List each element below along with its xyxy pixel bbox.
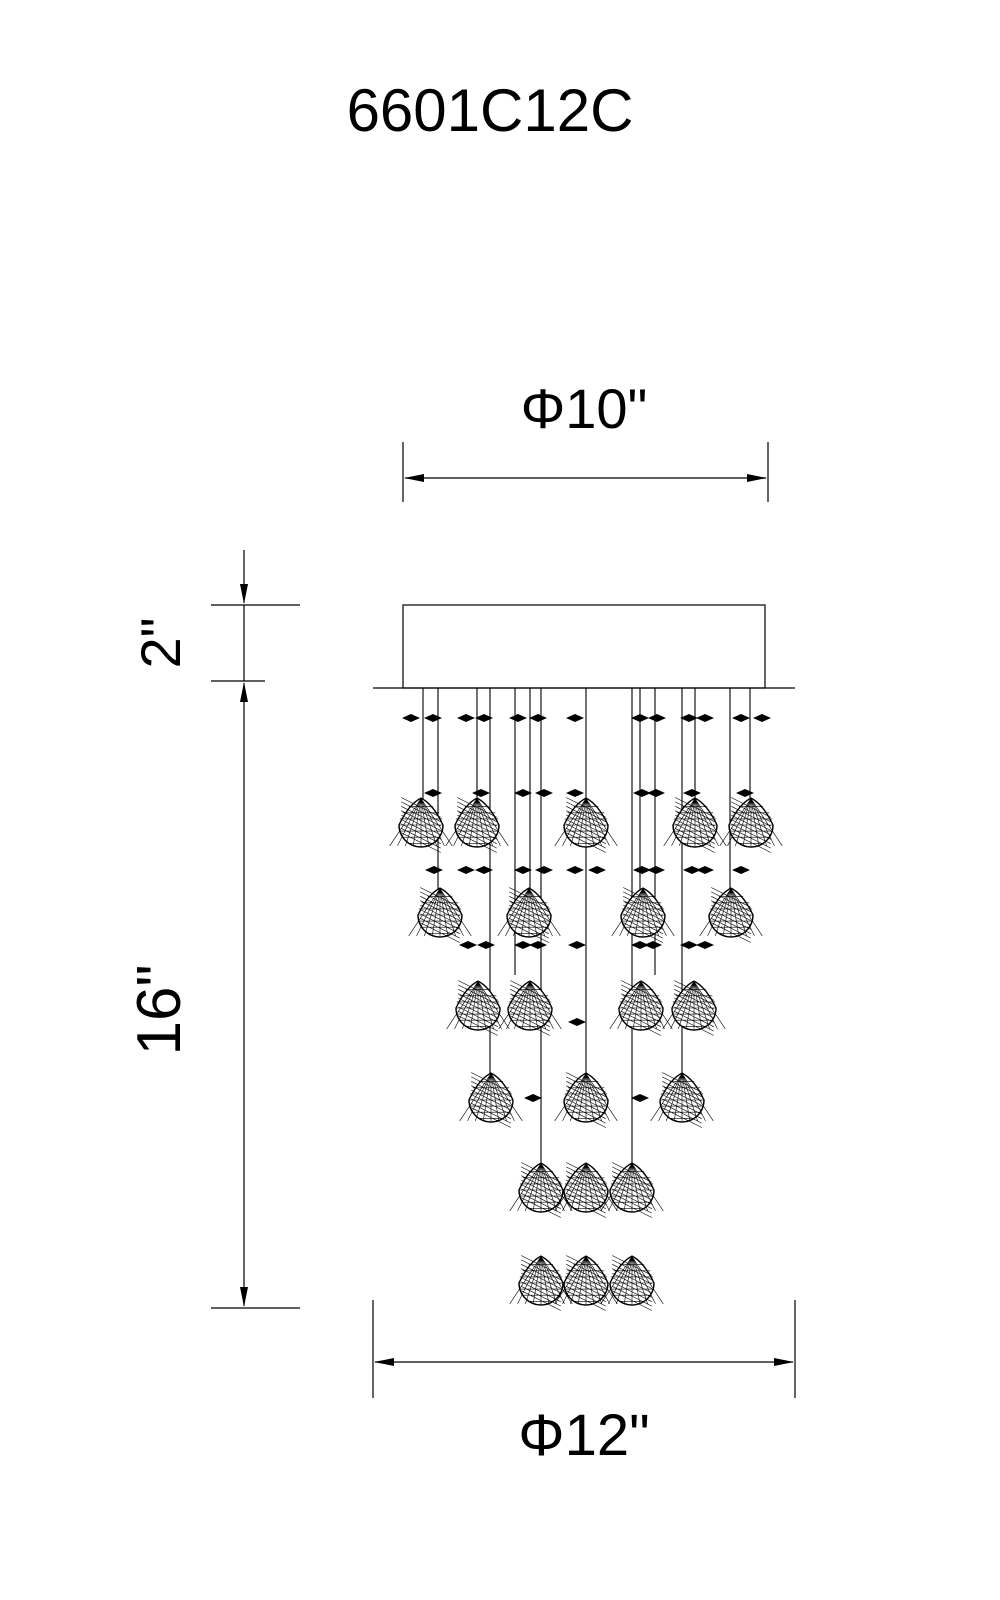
crystal-bead (648, 714, 666, 722)
crystal-ball (446, 980, 510, 1036)
crystal-ball (719, 797, 783, 853)
crystal-bead (514, 789, 532, 797)
crystal-ball (554, 1162, 618, 1218)
crystal-bead (457, 866, 475, 874)
crystal-ball (459, 1072, 523, 1128)
bottom-diameter-dimension: Φ12" (372, 1300, 796, 1468)
crystal-bead (472, 789, 490, 797)
model-title: 6601C12C (347, 77, 634, 144)
crystal-bead (402, 714, 420, 722)
canopy-height-label: 2" (129, 617, 192, 668)
top-diameter-dimension: Φ10" (402, 377, 769, 502)
crystal-bead (647, 866, 665, 874)
crystal-assembly (389, 688, 783, 1311)
crystal-bead (696, 714, 714, 722)
crystal-bead (424, 789, 442, 797)
crystal-bead (566, 789, 584, 797)
crystal-ball (663, 797, 727, 853)
crystal-bead (529, 941, 547, 949)
crystal-ball (600, 1255, 664, 1311)
crystal-bead (732, 866, 750, 874)
crystal-ball (611, 887, 675, 943)
top-diameter-label: Φ10" (521, 377, 648, 440)
crystal-ball (498, 980, 562, 1036)
crystal-ball (445, 797, 509, 853)
crystal-bead (680, 714, 698, 722)
crystal-bead (475, 714, 493, 722)
crystal-bead (753, 714, 771, 722)
crystal-ball (389, 797, 453, 853)
crystal-bead (647, 789, 665, 797)
crystal-ball (509, 1162, 573, 1218)
crystal-ball (699, 887, 763, 943)
crystal-bead (732, 714, 750, 722)
crystal-ball (650, 1072, 714, 1128)
crystal-bead (529, 714, 547, 722)
crystal-ball (509, 1255, 573, 1311)
crystal-ball (554, 1255, 618, 1311)
crystal-ball (497, 887, 561, 943)
crystal-bead (736, 789, 754, 797)
crystal-bead (477, 941, 495, 949)
crystal-bead (425, 866, 443, 874)
crystal-ball (554, 1072, 618, 1128)
crystal-bead (514, 866, 532, 874)
crystal-bead (644, 941, 662, 949)
crystal-ball (408, 887, 472, 943)
crystal-bead (683, 866, 701, 874)
crystal-bead (509, 714, 527, 722)
height-dimension: 2" 16" (125, 550, 300, 1309)
crystal-bead (566, 866, 584, 874)
crystal-ball (662, 980, 726, 1036)
crystal-bead (588, 866, 606, 874)
crystal-bead (514, 941, 532, 949)
crystal-bead (524, 1094, 542, 1102)
crystal-ball (609, 980, 673, 1036)
crystal-bead (535, 789, 553, 797)
canopy (402, 604, 766, 689)
body-height-label: 16" (125, 965, 194, 1056)
crystal-bead (683, 789, 701, 797)
crystal-bead (633, 789, 651, 797)
crystal-bead (633, 866, 651, 874)
crystal-ball (554, 797, 618, 853)
crystal-bead (568, 1018, 586, 1026)
crystal-bead (631, 714, 649, 722)
crystal-bead (475, 866, 493, 874)
bottom-diameter-label: Φ12" (518, 1403, 649, 1468)
crystal-bead (566, 714, 584, 722)
crystal-bead (696, 866, 714, 874)
crystal-bead (568, 941, 586, 949)
crystal-bead (535, 866, 553, 874)
crystal-ball (600, 1162, 664, 1218)
crystal-bead (424, 714, 442, 722)
crystal-bead (459, 941, 477, 949)
crystal-bead (696, 941, 714, 949)
crystal-bead (457, 714, 475, 722)
crystal-bead (680, 941, 698, 949)
crystal-bead (631, 1094, 649, 1102)
crystal-bead (631, 941, 649, 949)
